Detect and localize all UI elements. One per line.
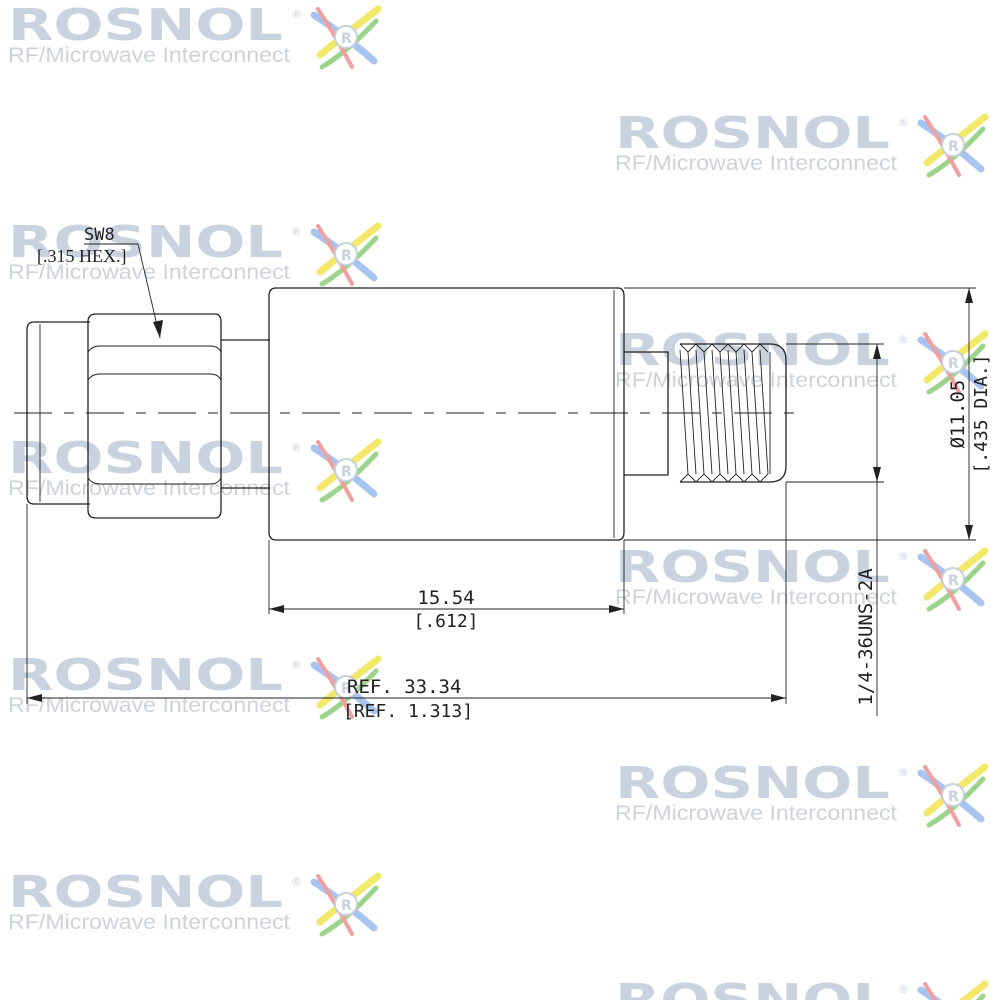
watermark-10: ROSNOL ® <box>615 975 985 1000</box>
logo-letter: R <box>948 139 959 155</box>
body-diameter-inch-label: [.435 DIA.] <box>971 354 992 473</box>
watermark-1: ROSNOL ® RF/Microwave Interconnect R <box>8 0 378 67</box>
watermark-brand: ROSNOL <box>615 542 890 593</box>
watermark-tagline: RF/Microwave Interconnect <box>615 802 897 825</box>
hex-nut <box>87 313 222 519</box>
logo-letter: R <box>948 356 959 372</box>
watermark-brand: ROSNOL <box>615 325 890 376</box>
overall-length-label: REF. 33.34 <box>347 676 461 698</box>
hex-facet-lower <box>87 477 222 485</box>
dimension-lines <box>26 243 976 716</box>
body-length-inch-label: [.612] <box>413 611 478 632</box>
body-diameter-label: Ø11.05 <box>947 380 969 449</box>
connector-outline <box>14 287 798 541</box>
rosnol-logo-icon: R <box>921 334 985 392</box>
thread-spec-label: 1/4-36UNS-2A <box>855 568 877 706</box>
body-length-arrow-left <box>269 605 284 613</box>
body-length-arrow-right <box>609 605 624 613</box>
watermark-registered-mark: ® <box>291 441 302 454</box>
logo-letter: R <box>341 898 352 914</box>
hex-leader-arrow <box>153 320 163 338</box>
watermark-tagline: RF/Microwave Interconnect <box>8 261 290 284</box>
watermark-registered-mark: ® <box>898 550 909 563</box>
logo-letter: R <box>341 248 352 264</box>
thread-arrow-bottom <box>873 467 881 482</box>
logo-letter: R <box>948 573 959 589</box>
watermark-brand: ROSNOL <box>8 867 283 918</box>
watermark-registered-mark: ® <box>898 116 909 129</box>
watermark-brand: ROSNOL <box>615 975 890 1000</box>
diameter-arrow-bottom <box>965 525 973 540</box>
rosnol-logo-icon: R <box>921 117 985 175</box>
watermark-brand: ROSNOL <box>8 0 283 51</box>
rosnol-logo-icon: R <box>314 9 378 67</box>
rosnol-logo-icon: R <box>314 876 378 934</box>
watermark-registered-mark: ® <box>898 983 909 996</box>
watermark-tagline: RF/Microwave Interconnect <box>615 369 897 392</box>
watermark-tagline: RF/Microwave Interconnect <box>615 152 897 175</box>
hex-facet-upper <box>87 345 222 353</box>
rosnol-logo-icon: R <box>921 767 985 825</box>
diameter-arrow-top <box>965 288 973 303</box>
watermark-registered-mark: ® <box>291 875 302 888</box>
watermark-brand: ROSNOL <box>615 108 890 159</box>
watermark-tagline: RF/Microwave Interconnect <box>8 911 290 934</box>
watermark-2: ROSNOL ® RF/Microwave Interconnect R <box>615 108 985 175</box>
watermark-brand: ROSNOL <box>615 758 890 809</box>
overall-length-arrow-right <box>771 694 786 702</box>
logo-letter: R <box>341 464 352 480</box>
main-body <box>268 287 625 541</box>
watermark-registered-mark: ® <box>898 766 909 779</box>
rosnol-logo-icon <box>921 984 985 1000</box>
rosnol-logo-icon: R <box>314 442 378 500</box>
watermark-registered-mark: ® <box>291 658 302 671</box>
rosnol-logo-icon: R <box>314 226 378 284</box>
watermark-tagline: RF/Microwave Interconnect <box>615 586 897 609</box>
watermark-6: ROSNOL ® RF/Microwave Interconnect R <box>615 542 985 609</box>
overall-length-arrow-left <box>27 694 42 702</box>
watermark-tagline: RF/Microwave Interconnect <box>8 477 290 500</box>
logo-letter: R <box>341 31 352 47</box>
overall-length-inch-label: [REF. 1.313] <box>343 701 473 722</box>
watermark-5: ROSNOL ® RF/Microwave Interconnect R <box>8 433 378 500</box>
watermark-brand: ROSNOL <box>8 650 283 701</box>
body-length-label: 15.54 <box>417 587 474 609</box>
logo-letter: R <box>341 681 352 697</box>
dimension-labels: SW8 [.315 HEX.] 15.54 [.612] REF. 33.34 … <box>37 225 992 722</box>
watermark-registered-mark: ® <box>291 8 302 21</box>
watermark-tagline: RF/Microwave Interconnect <box>8 694 290 717</box>
hex-facet-middle <box>87 373 222 381</box>
watermark-tagline: RF/Microwave Interconnect <box>8 44 290 67</box>
watermark-4: ROSNOL ® RF/Microwave Interconnect R <box>615 325 985 392</box>
hex-size-inch-label: [.315 HEX.] <box>37 246 126 266</box>
watermark-brand: ROSNOL <box>8 433 283 484</box>
watermark-8: ROSNOL ® RF/Microwave Interconnect R <box>615 758 985 825</box>
watermark-9: ROSNOL ® RF/Microwave Interconnect R <box>8 867 378 934</box>
watermark-3: ROSNOL ® RF/Microwave Interconnect R <box>8 217 378 284</box>
logo-letter: R <box>948 789 959 805</box>
watermark-brand: ROSNOL <box>8 217 283 268</box>
thread-profile <box>679 343 769 483</box>
hex-size-label: SW8 <box>84 225 115 245</box>
watermark-registered-mark: ® <box>291 225 302 238</box>
thread-arrow-top <box>873 344 881 359</box>
rosnol-logo-icon: R <box>921 551 985 609</box>
rosnol-logo-icon: R <box>314 659 378 717</box>
watermark-registered-mark: ® <box>898 333 909 346</box>
watermark-7: ROSNOL ® RF/Microwave Interconnect R <box>8 650 378 717</box>
